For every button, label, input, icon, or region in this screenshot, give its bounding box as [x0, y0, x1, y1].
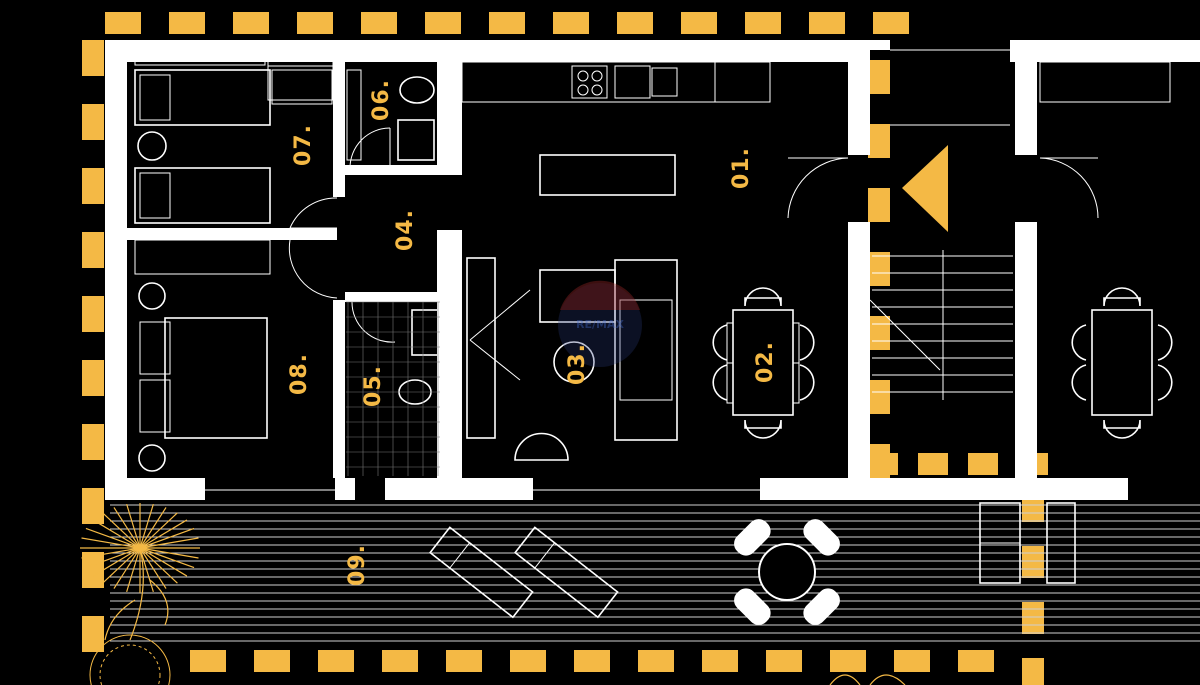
room-label-01: 01.	[729, 147, 754, 189]
room-label-08: 08.	[287, 353, 312, 395]
beds-room-07	[134, 69, 333, 224]
staircase	[869, 250, 1013, 400]
entrance-arrow-icon	[902, 145, 948, 232]
watermark-text: RE/MAX	[576, 318, 624, 331]
dining-02	[712, 287, 815, 439]
yellow-boundary	[82, 12, 1048, 685]
doors	[288, 127, 1099, 343]
flower-decoration	[89, 634, 906, 685]
terrace-furniture	[429, 502, 1076, 625]
walls	[105, 40, 1200, 500]
room-labels: 01. 02. 03. 04. 05. 06. 07. 08. 09.	[287, 79, 778, 586]
neighbour-dining	[1071, 287, 1173, 439]
room-label-02: 02.	[753, 341, 778, 383]
room-label-05: 05.	[361, 365, 386, 407]
living-room-03	[466, 257, 678, 461]
kitchen	[461, 61, 771, 196]
terrace-09	[110, 504, 1200, 642]
room-label-06: 06.	[369, 79, 394, 121]
plant-decoration	[80, 503, 200, 641]
bathroom-05	[346, 301, 443, 476]
room-label-09: 09.	[345, 544, 370, 586]
windows	[112, 49, 1171, 491]
remax-watermark: RE/MAX	[558, 280, 642, 367]
bathroom-06	[346, 69, 435, 161]
room-label-03: 03.	[565, 343, 590, 385]
room-label-04: 04.	[393, 209, 418, 251]
bed-room-08	[134, 239, 271, 472]
room-label-07: 07.	[291, 124, 316, 166]
